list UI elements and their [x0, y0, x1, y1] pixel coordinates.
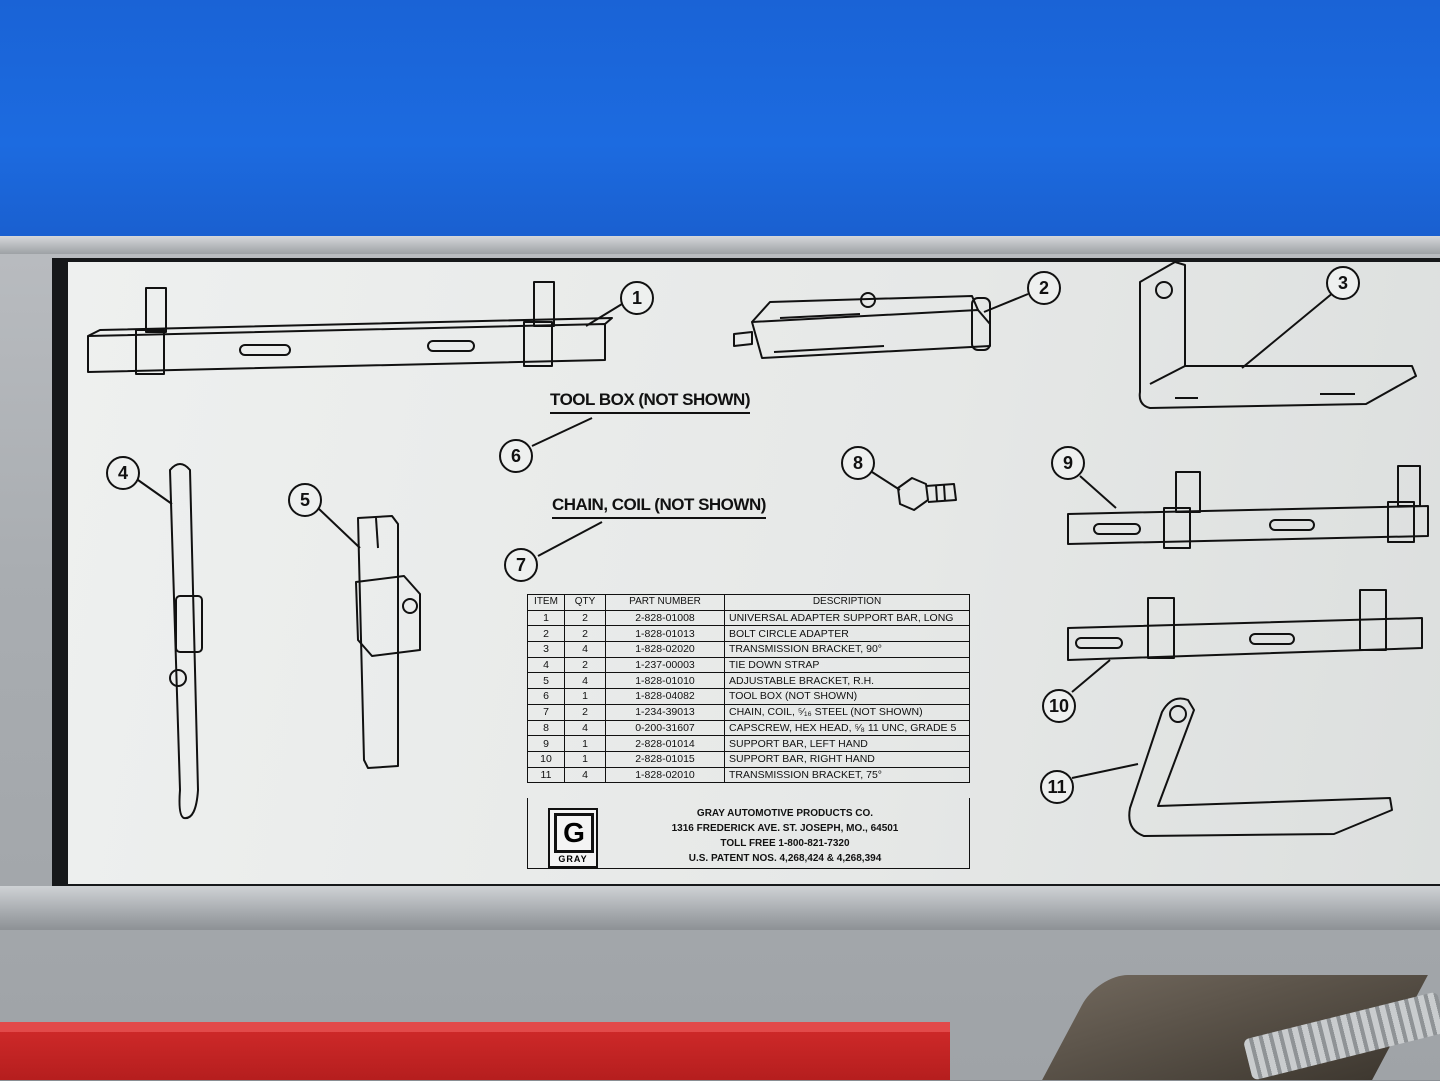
cell-part-number: 1-828-04082: [605, 688, 725, 705]
drawer-lip: [0, 886, 1440, 930]
bolt-circle-adapter-drawing: [733, 292, 991, 359]
cell-item: 4: [527, 656, 565, 674]
cell-item: 11: [527, 766, 565, 784]
cell-part-number: 0-200-31607: [605, 719, 725, 737]
header-qty: QTY: [564, 594, 606, 611]
footer-box: [527, 798, 970, 869]
cabinet-top-lip: [0, 236, 1440, 254]
transmission-bracket-75-drawing: [1128, 697, 1393, 837]
callout-9: 9: [1051, 446, 1085, 480]
callout-3: 3: [1326, 266, 1360, 300]
header-item: ITEM: [527, 594, 565, 611]
cell-item: 1: [527, 609, 565, 627]
cell-qty: 4: [564, 641, 606, 658]
cell-qty: 1: [564, 688, 606, 705]
cell-part-number: 2-828-01015: [605, 750, 725, 768]
cell-part-number: 1-828-01013: [605, 625, 725, 643]
company-info: GRAY AUTOMOTIVE PRODUCTS CO. 1316 FREDER…: [610, 806, 960, 866]
cell-description: TOOL BOX (NOT SHOWN): [724, 688, 970, 705]
cell-description: SUPPORT BAR, RIGHT HAND: [724, 750, 970, 768]
callout-10: 10: [1042, 689, 1076, 723]
transmission-bracket-90-drawing: [1138, 261, 1417, 409]
cell-description: CHAIN, COIL, ⁵⁄₁₆ STEEL (NOT SHOWN): [724, 703, 970, 721]
company-patents: U.S. PATENT NOS. 4,268,424 & 4,268,394: [688, 853, 882, 864]
cell-part-number: 1-828-01010: [605, 672, 725, 690]
gray-logo: G GRAY: [548, 808, 598, 868]
cell-description: TIE DOWN STRAP: [724, 656, 970, 674]
cell-item: 3: [527, 641, 565, 658]
callout-7: 7: [504, 548, 538, 582]
adjustable-bracket-drawing: [355, 515, 421, 769]
cell-qty: 1: [564, 735, 606, 752]
company-address: 1316 FREDERICK AVE. ST. JOSEPH, MO., 645…: [671, 823, 899, 834]
cell-item: 10: [527, 750, 565, 768]
cell-item: 5: [527, 672, 565, 690]
cell-description: BOLT CIRCLE ADAPTER: [724, 625, 970, 643]
cell-qty: 2: [564, 656, 606, 674]
callout-1: 1: [620, 281, 654, 315]
support-bar-left-drawing: [1067, 465, 1429, 549]
cell-part-number: 2-828-01014: [605, 735, 725, 752]
cell-part-number: 1-234-39013: [605, 703, 725, 721]
cell-qty: 4: [564, 719, 606, 737]
cell-qty: 1: [564, 750, 606, 768]
cell-qty: 2: [564, 609, 606, 627]
support-bar-long-drawing: [87, 281, 613, 375]
cell-qty: 2: [564, 625, 606, 643]
cell-item: 7: [527, 703, 565, 721]
cell-qty: 4: [564, 766, 606, 784]
capscrew-drawing: [897, 477, 957, 511]
cell-description: TRANSMISSION BRACKET, 75°: [724, 766, 970, 784]
callout-8: 8: [841, 446, 875, 480]
cell-description: TRANSMISSION BRACKET, 90°: [724, 641, 970, 658]
callout-6: 6: [499, 439, 533, 473]
callout-4: 4: [106, 456, 140, 490]
cell-description: SUPPORT BAR, LEFT HAND: [724, 735, 970, 752]
cell-qty: 4: [564, 672, 606, 690]
support-bar-right-drawing: [1067, 589, 1423, 661]
callout-2: 2: [1027, 271, 1061, 305]
logo-letter: G: [554, 813, 594, 853]
cell-item: 6: [527, 688, 565, 705]
logo-name: GRAY: [558, 854, 588, 864]
callout-11: 11: [1040, 770, 1074, 804]
cell-part-number: 1-828-02010: [605, 766, 725, 784]
caption-tool-box: TOOL BOX (NOT SHOWN): [550, 390, 750, 414]
cell-part-number: 2-828-01008: [605, 609, 725, 627]
company-name: GRAY AUTOMOTIVE PRODUCTS CO.: [696, 808, 874, 819]
tie-down-strap-drawing: [169, 463, 203, 820]
cell-qty: 2: [564, 703, 606, 721]
cell-part-number: 1-237-00003: [605, 656, 725, 674]
cell-item: 9: [527, 735, 565, 752]
header-part-number: PART NUMBER: [605, 594, 725, 611]
cell-part-number: 1-828-02020: [605, 641, 725, 658]
cell-description: ADJUSTABLE BRACKET, R.H.: [724, 672, 970, 690]
caption-chain-coil: CHAIN, COIL (NOT SHOWN): [552, 495, 766, 519]
callout-5: 5: [288, 483, 322, 517]
red-toolbox-lip: [0, 1022, 950, 1032]
cell-item: 8: [527, 719, 565, 737]
blue-wall: [0, 0, 1440, 240]
cell-item: 2: [527, 625, 565, 643]
header-description: DESCRIPTION: [724, 594, 970, 611]
cell-description: CAPSCREW, HEX HEAD, ⁵⁄₈ 11 UNC, GRADE 5: [724, 719, 970, 737]
table-header-row: ITEM QTY PART NUMBER DESCRIPTION: [527, 594, 970, 611]
cell-description: UNIVERSAL ADAPTER SUPPORT BAR, LONG: [724, 609, 970, 627]
company-phone: TOLL FREE 1-800-821-7320: [720, 838, 850, 849]
